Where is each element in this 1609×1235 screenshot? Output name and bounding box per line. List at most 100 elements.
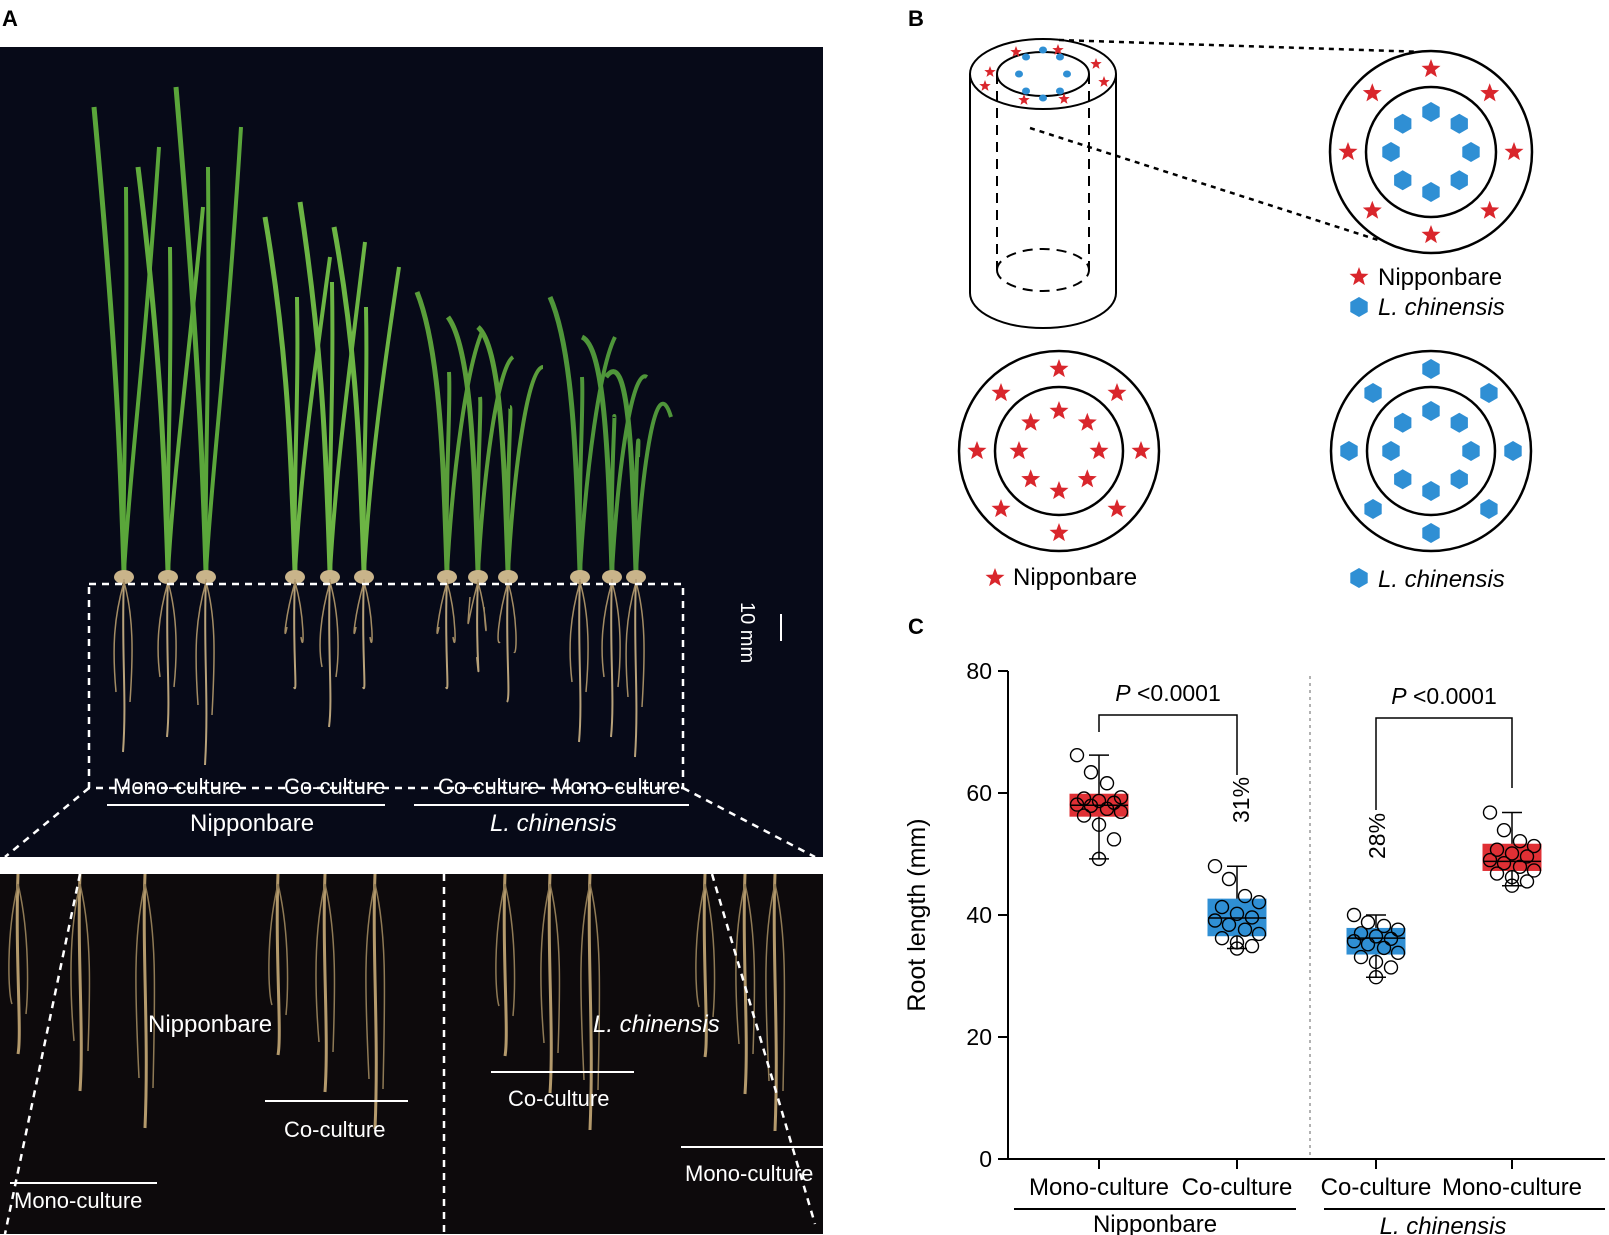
group-label-nipponbare: Nipponbare: [190, 810, 315, 837]
zoom-underline-mono-left: [10, 1182, 157, 1184]
data-point: [1512, 833, 1528, 849]
seedling-8: [445, 315, 515, 673]
data-point: [1106, 795, 1122, 810]
data-point: [1244, 910, 1260, 925]
zoom-label-mono-right: Mono-culture: [685, 1161, 814, 1186]
nipponbare-star-icon: [1021, 412, 1041, 431]
data-point: [1360, 915, 1376, 930]
root-5: [315, 874, 336, 1093]
data-point: [1519, 874, 1535, 889]
data-point: [1237, 922, 1253, 937]
nipponbare-star-icon: [1049, 401, 1069, 420]
nipponbare-star-icon: [1077, 469, 1097, 488]
group-label-chinensis: L. chinensis: [490, 810, 617, 837]
chinensis-hexagon-icon: [1350, 568, 1368, 588]
chinensis-hexagon-icon: [1450, 170, 1468, 191]
data-point: [1526, 838, 1542, 854]
chinensis-hexagon-icon: [1394, 469, 1412, 490]
nipponbare-star-icon: [1052, 44, 1064, 55]
root-4: [268, 874, 289, 1056]
chinensis-hexagon-icon: [1480, 383, 1498, 403]
legend-nipponbare-top: Nipponbare: [1378, 264, 1503, 291]
chinensis-hexagon-icon: [1422, 182, 1440, 202]
scale-bar-label: 10 mm: [736, 602, 758, 664]
underline-chinensis: [414, 804, 689, 806]
nipponbare-star-icon: [1021, 469, 1041, 488]
data-point: [1113, 790, 1129, 805]
chinensis-dot-icon: [1022, 87, 1031, 95]
label-mono-culture-chinensis: Mono-culture: [552, 774, 681, 799]
data-point: [1099, 801, 1115, 817]
data-point: [1482, 852, 1498, 868]
data-point: [1376, 918, 1392, 934]
data-point: [1390, 922, 1406, 937]
data-point: [1489, 866, 1505, 881]
nipponbare-star-icon: [1421, 59, 1441, 78]
data-point: [1083, 798, 1099, 814]
root-7: [495, 874, 516, 1057]
data-point: [1251, 926, 1267, 942]
seedling-11: [580, 334, 649, 738]
x-tick-label: Mono-culture: [1029, 1174, 1169, 1201]
data-point: [1368, 970, 1384, 985]
significance-bracket: [1375, 717, 1513, 810]
zoom-underline-co-left: [265, 1100, 408, 1102]
zoom-region-box: [87, 582, 685, 790]
zoom-underline-co-right: [491, 1071, 634, 1073]
data-point: [1504, 846, 1520, 861]
chinensis-hexagon-icon: [1394, 113, 1412, 134]
data-point: [1207, 859, 1223, 874]
nipponbare-star-icon: [1089, 441, 1109, 460]
chinensis-hexagon-icon: [1480, 499, 1498, 519]
x-tick-label: Mono-culture: [1442, 1174, 1582, 1201]
y-tick-label: 40: [966, 902, 992, 928]
seedling-4: [262, 216, 332, 690]
chinensis-hexagon-icon: [1422, 102, 1440, 122]
root-11: [735, 874, 756, 1095]
nipponbare-star-icon: [1107, 383, 1127, 402]
percent-label-left: 31%: [1228, 777, 1254, 823]
nipponbare-star-icon: [1009, 441, 1029, 460]
significance-bracket: [1098, 714, 1238, 775]
data-point: [1504, 878, 1520, 893]
legend-nipponbare-bottom: Nipponbare: [1013, 564, 1138, 591]
nipponbare-star-icon: [1049, 523, 1069, 542]
chinensis-hexagon-icon: [1382, 142, 1400, 162]
data-point: [1083, 765, 1099, 780]
data-point: [1504, 869, 1520, 885]
zoom-label-nipponbare: Nipponbare: [148, 1011, 273, 1038]
design-nipponbare-mono: [957, 349, 1161, 553]
group-label-nipponbare: Nipponbare: [1093, 1211, 1217, 1235]
chinensis-dot-icon: [1039, 46, 1047, 54]
chinensis-dot-icon: [1055, 87, 1064, 95]
y-tick-label: 60: [966, 780, 992, 806]
chinensis-hexagon-icon: [1504, 441, 1522, 461]
panel-b-letter: B: [908, 6, 924, 31]
chinensis-hexagon-icon: [1350, 297, 1368, 317]
nipponbare-star-icon: [1504, 142, 1524, 161]
data-point: [1229, 935, 1245, 950]
chinensis-dot-icon: [1055, 53, 1064, 61]
root-2: [70, 874, 91, 1092]
data-point: [1353, 949, 1369, 965]
data-point: [1519, 849, 1535, 864]
box-1: [1069, 747, 1129, 867]
data-point: [1346, 934, 1362, 949]
root-12: [765, 874, 786, 1132]
nipponbare-star-icon: [1480, 83, 1500, 102]
data-point: [1244, 938, 1260, 954]
box-3: [1346, 907, 1406, 985]
seedling-2: [135, 166, 205, 738]
box-iqr: [1482, 843, 1542, 871]
root-6: [365, 874, 386, 1130]
root-9: [580, 874, 601, 1131]
nipponbare-star-icon: [1098, 76, 1110, 87]
seedling-3: [173, 86, 243, 766]
data-point: [1221, 917, 1237, 932]
data-point: [1069, 747, 1085, 763]
data-point: [1237, 888, 1253, 904]
legend-chinensis-top: L. chinensis: [1378, 294, 1505, 321]
seedling-6: [331, 226, 401, 690]
nipponbare-star-icon: [1049, 481, 1069, 500]
zoom-underline-mono-right: [681, 1146, 823, 1148]
